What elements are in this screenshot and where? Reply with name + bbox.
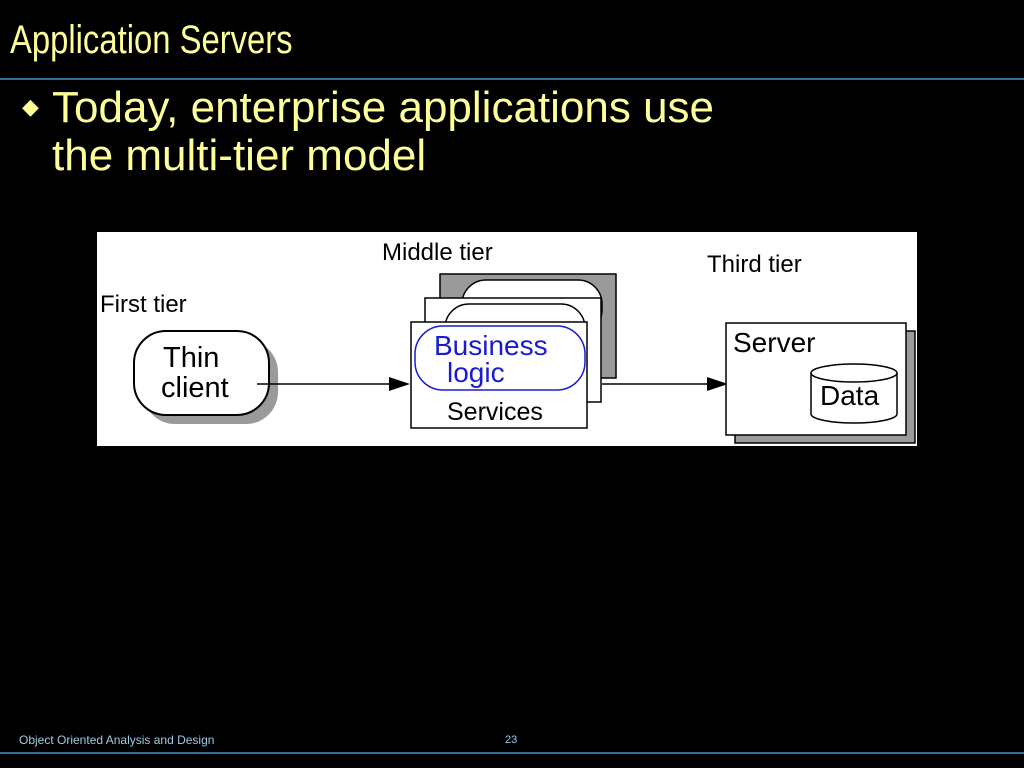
bullet-line-2: the multi-tier model (52, 131, 427, 180)
diamond-bullet-icon: ◆ (22, 94, 39, 119)
third-tier-label: Third tier (707, 251, 802, 278)
footer-divider (0, 752, 1024, 754)
thin-client-line-1: Thin (163, 342, 219, 374)
server-label: Server (733, 327, 815, 358)
footer-page-number: 23 (505, 734, 518, 746)
thin-client-box (133, 330, 270, 416)
business-line-2: logic (447, 357, 505, 388)
bullet-line-1: Today, enterprise applications use (52, 83, 715, 132)
middle-tier-label: Middle tier (382, 239, 493, 266)
middle-tier-stack: Business logic Services (410, 273, 617, 429)
multi-tier-diagram-svg: First tier Middle tier Third tier Thin c… (100, 239, 916, 444)
footer-course-name: Object Oriented Analysis and Design (19, 733, 215, 747)
data-label: Data (820, 380, 880, 411)
business-line-1: Business (434, 330, 548, 361)
thin-client-node: Thin client (133, 330, 278, 424)
title-divider (0, 78, 1024, 80)
bullet-text: Today, enterprise applications use the m… (52, 84, 714, 180)
thin-client-line-2: client (161, 372, 229, 404)
database-icon (810, 363, 898, 424)
slide-title: Application Servers (10, 18, 293, 62)
arrow-middle-to-server (602, 377, 728, 391)
server-node: Server Data (725, 322, 916, 444)
arrow-client-to-middle (257, 377, 410, 391)
services-label: Services (447, 398, 543, 426)
business-logic-pill (414, 325, 586, 391)
first-tier-label: First tier (100, 291, 187, 318)
multi-tier-diagram: First tier Middle tier Third tier Thin c… (97, 232, 917, 446)
